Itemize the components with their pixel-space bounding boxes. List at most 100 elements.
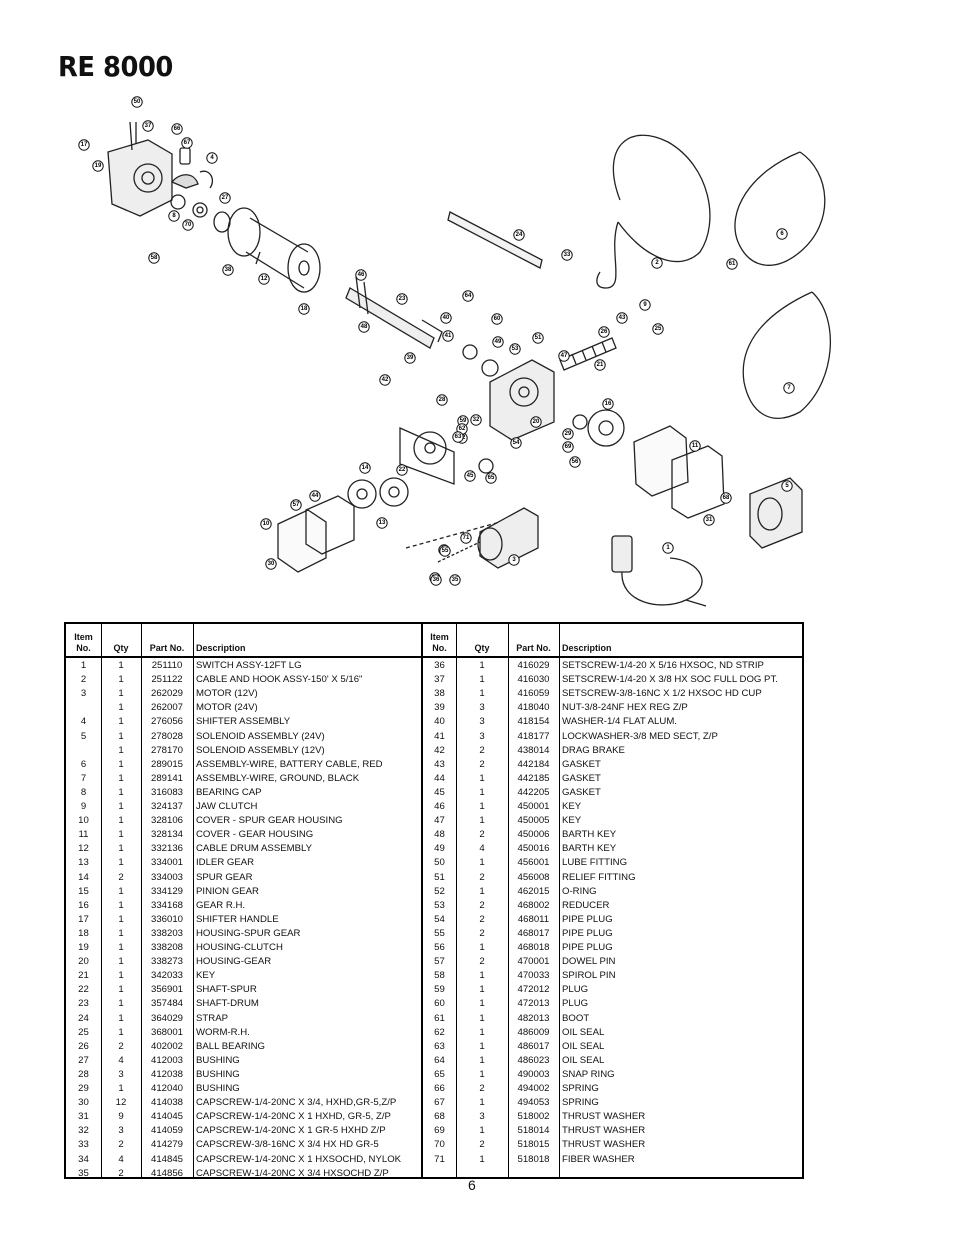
item-no-cell: 58 — [434, 970, 445, 982]
item-no-cell: 32 — [78, 1125, 89, 1137]
callout-3: 3 — [508, 554, 520, 566]
qty-cell: 1 — [118, 801, 124, 812]
qty-cell: 3 — [118, 1068, 124, 1080]
part-no-cell: 414059 — [150, 1125, 183, 1137]
description-cell: PLUG — [562, 998, 589, 1010]
callout-6: 6 — [776, 228, 788, 240]
callout-45: 45 — [464, 470, 476, 482]
qty-cell: 1 — [118, 998, 124, 1010]
qty-cell: 1 — [479, 801, 485, 812]
callout-19: 19 — [92, 160, 104, 172]
part-no-cell: 450005 — [517, 815, 550, 827]
part-no-cell: 414856 — [150, 1167, 183, 1179]
description-cell: LOCKWASHER-3/8 MED SECT, Z/P — [562, 730, 718, 742]
callout-46: 46 — [355, 269, 367, 281]
qty-cell: 2 — [479, 927, 485, 939]
qty-cell: 2 — [479, 956, 485, 968]
callout-label: 3 — [512, 557, 516, 563]
part-no-cell: 518002 — [517, 1111, 550, 1123]
qty-cell: 4 — [479, 843, 485, 855]
description-header: Description — [562, 643, 612, 653]
part-no-cell: 468017 — [517, 927, 550, 939]
item-no-cell: 24 — [78, 1012, 89, 1024]
item-no-cell: 70 — [434, 1139, 445, 1151]
qty-cell: 2 — [479, 758, 485, 770]
qty-cell: 1 — [118, 674, 124, 686]
part-no-cell: 332136 — [150, 843, 183, 855]
callout-41: 41 — [442, 330, 454, 342]
qty-cell: 1 — [118, 702, 124, 714]
qty-cell: 1 — [118, 956, 124, 968]
part-no-cell: 414845 — [150, 1153, 183, 1165]
qty-cell: 1 — [479, 660, 485, 671]
part-no-cell: 316083 — [150, 786, 183, 798]
item-no-cell: 5 — [80, 730, 87, 742]
part-no-cell: 450006 — [517, 829, 550, 841]
callout-label: 20 — [533, 419, 540, 425]
callout-label: 4 — [210, 155, 214, 161]
part-no-cell: 468018 — [517, 942, 550, 953]
callout-label: 12 — [261, 276, 268, 282]
qty-cell: 1 — [118, 829, 124, 841]
callout-label: 67 — [184, 140, 191, 146]
description-cell: SWITCH ASSY-12FT LG — [196, 660, 302, 671]
qty-cell: 1 — [479, 815, 485, 827]
callout-20: 20 — [530, 416, 542, 428]
item-no-cell: 63 — [434, 1040, 445, 1052]
description-cell: SETSCREW-1/4-20 X 5/16 HXSOC, ND STRIP — [562, 660, 764, 671]
item-no-cell: 7 — [80, 772, 87, 784]
part-no-cell: 442185 — [517, 772, 550, 784]
switch-drawing — [611, 535, 707, 607]
description-cell: SPRING — [562, 1083, 599, 1094]
item-no-cell: 4 — [80, 716, 87, 728]
item-no-cell: 15 — [78, 885, 89, 897]
description-cell: HOUSING-GEAR — [196, 956, 272, 968]
shifter-drawing — [170, 147, 214, 189]
callout-label: 16 — [605, 401, 612, 407]
item-no-cell: 43 — [434, 758, 445, 770]
description-header: Description — [196, 643, 246, 653]
part-no-cell: 334003 — [150, 871, 183, 883]
item-no-cell: 51 — [434, 871, 445, 883]
callout-label: 2 — [655, 260, 659, 266]
gear-cover-drawing — [633, 425, 689, 497]
callout-67: 67 — [181, 137, 193, 149]
strap-drawing — [447, 211, 543, 269]
item-no-cell: 23 — [78, 998, 89, 1010]
callout-label: 27 — [222, 195, 229, 201]
callout-55: 55 — [439, 545, 451, 557]
qty-cell: 1 — [479, 942, 485, 953]
part-no-cell: 414038 — [150, 1097, 183, 1109]
item-no-cell: 54 — [434, 913, 445, 925]
callout-label: 53 — [512, 346, 519, 352]
item-no-cell: 20 — [78, 956, 89, 968]
qty-cell: 4 — [118, 1153, 124, 1165]
callout-40: 40 — [440, 312, 452, 324]
callout-32: 32 — [470, 414, 482, 426]
item-no-cell: 34 — [78, 1153, 89, 1165]
qty-cell: 1 — [479, 674, 485, 686]
part-no-cell: 342033 — [150, 970, 183, 982]
item-no-cell: 41 — [434, 730, 445, 742]
qty-cell: 1 — [479, 772, 485, 784]
part-no-cell: 442205 — [517, 786, 550, 798]
callout-label: 26 — [601, 329, 608, 335]
qty-cell: 3 — [479, 702, 485, 714]
callout-label: 41 — [445, 333, 452, 339]
qty-cell: 2 — [118, 871, 124, 883]
callout-label: 29 — [565, 431, 572, 437]
item-no-cell: 42 — [434, 744, 445, 756]
